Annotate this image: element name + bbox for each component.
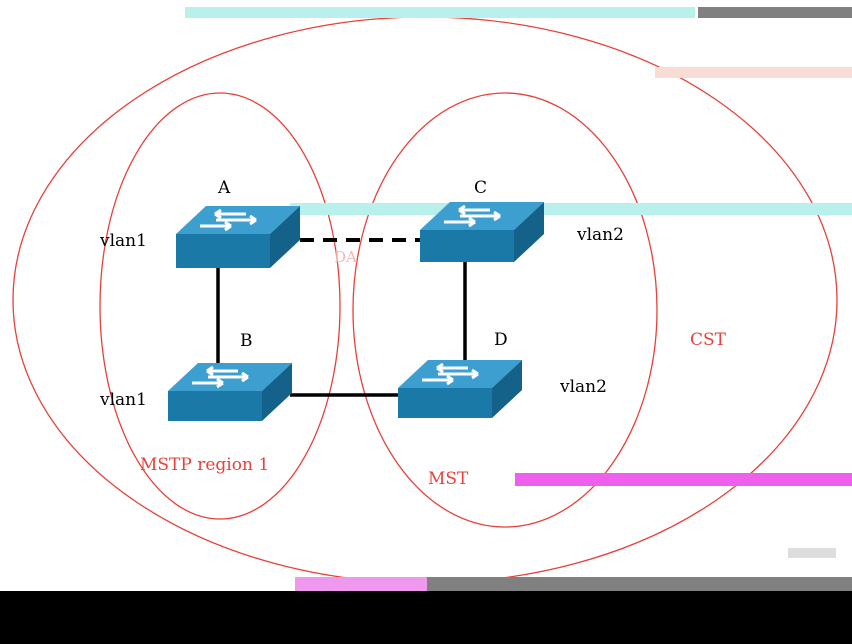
network-switch-icon — [176, 206, 300, 268]
switch-c-label: C — [474, 178, 487, 198]
artifact-top-gray — [698, 7, 852, 18]
switch-a-label: A — [217, 178, 231, 198]
vlan-label-c: vlan2 — [576, 225, 624, 245]
mstp-region-1-outline — [99, 92, 341, 520]
artifact-right-pink — [655, 67, 852, 78]
mstp-region-2-outline — [352, 92, 658, 528]
switch-b-label: B — [240, 331, 253, 351]
switch-d-label: D — [494, 330, 508, 350]
vlan-label-a: vlan1 — [99, 231, 147, 251]
cst-region-outline — [12, 16, 838, 584]
faint-da-fragment: DA — [334, 248, 357, 266]
network-switch-icon — [168, 363, 292, 421]
vlan-label-b: vlan1 — [99, 390, 147, 410]
artifact-magenta-stripe — [515, 473, 852, 486]
artifact-mid-cyan — [290, 203, 852, 215]
cst-label: CST — [690, 330, 727, 350]
footer-band — [0, 591, 852, 644]
mstp-region-2-label-partial: MST — [428, 469, 469, 489]
network-switch-icon — [420, 202, 544, 262]
network-switch-icon — [398, 360, 522, 418]
switch-b — [168, 363, 292, 421]
switch-c — [420, 202, 544, 262]
artifact-bottom-gray — [427, 577, 852, 591]
switch-d — [398, 360, 522, 418]
mstp-region-1-label: MSTP region 1 — [140, 455, 269, 475]
switch-a — [176, 206, 300, 268]
vlan-label-d: vlan2 — [559, 377, 607, 397]
artifact-right-gray — [788, 548, 836, 558]
artifact-top-cyan — [185, 7, 695, 18]
artifact-bottom-pink — [295, 577, 427, 591]
